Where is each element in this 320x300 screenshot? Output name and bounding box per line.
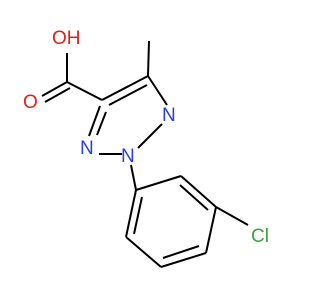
bond-ph-5 [125,236,162,268]
bond-ph-3 [205,206,217,254]
bond-ph-4 [160,252,207,268]
bond-n-left-c4-outer [88,105,101,137]
bond-ph-6 [125,189,137,238]
bonds [41,40,249,268]
bond-c-ring [66,81,103,101]
nitrogen-label: N [162,105,176,126]
bond-ph-4-inner [162,245,200,259]
bond-n-right-n-center [137,123,163,149]
bond-c5-n-right [147,75,168,106]
bond-c4-c5-inner [108,84,148,106]
bond-c-o-double-inner [44,87,71,103]
nitrogen-label: N [121,146,135,167]
carbonyl-oxygen-label: O [23,92,38,113]
bond-n-phenyl [130,164,137,191]
hydroxyl-label: OH [52,28,81,49]
chlorine-label: Cl [251,226,269,247]
bond-c4-c5 [101,75,149,101]
bond-ph-2-inner [179,184,209,211]
bond-c-o-double-outer [41,81,68,97]
bond-methyl [147,40,150,77]
bond-ph-6-inner [133,196,143,235]
bond-n-left-c4-inner [96,111,107,136]
bond-ph-2 [180,175,217,208]
chemical-structure-diagram: OH O N N N Cl [23,28,269,268]
bond-ph-1 [135,175,182,191]
bond-c-cl [215,206,249,226]
atom-labels: OH O N N N Cl [23,28,269,247]
nitrogen-label: N [80,138,94,159]
